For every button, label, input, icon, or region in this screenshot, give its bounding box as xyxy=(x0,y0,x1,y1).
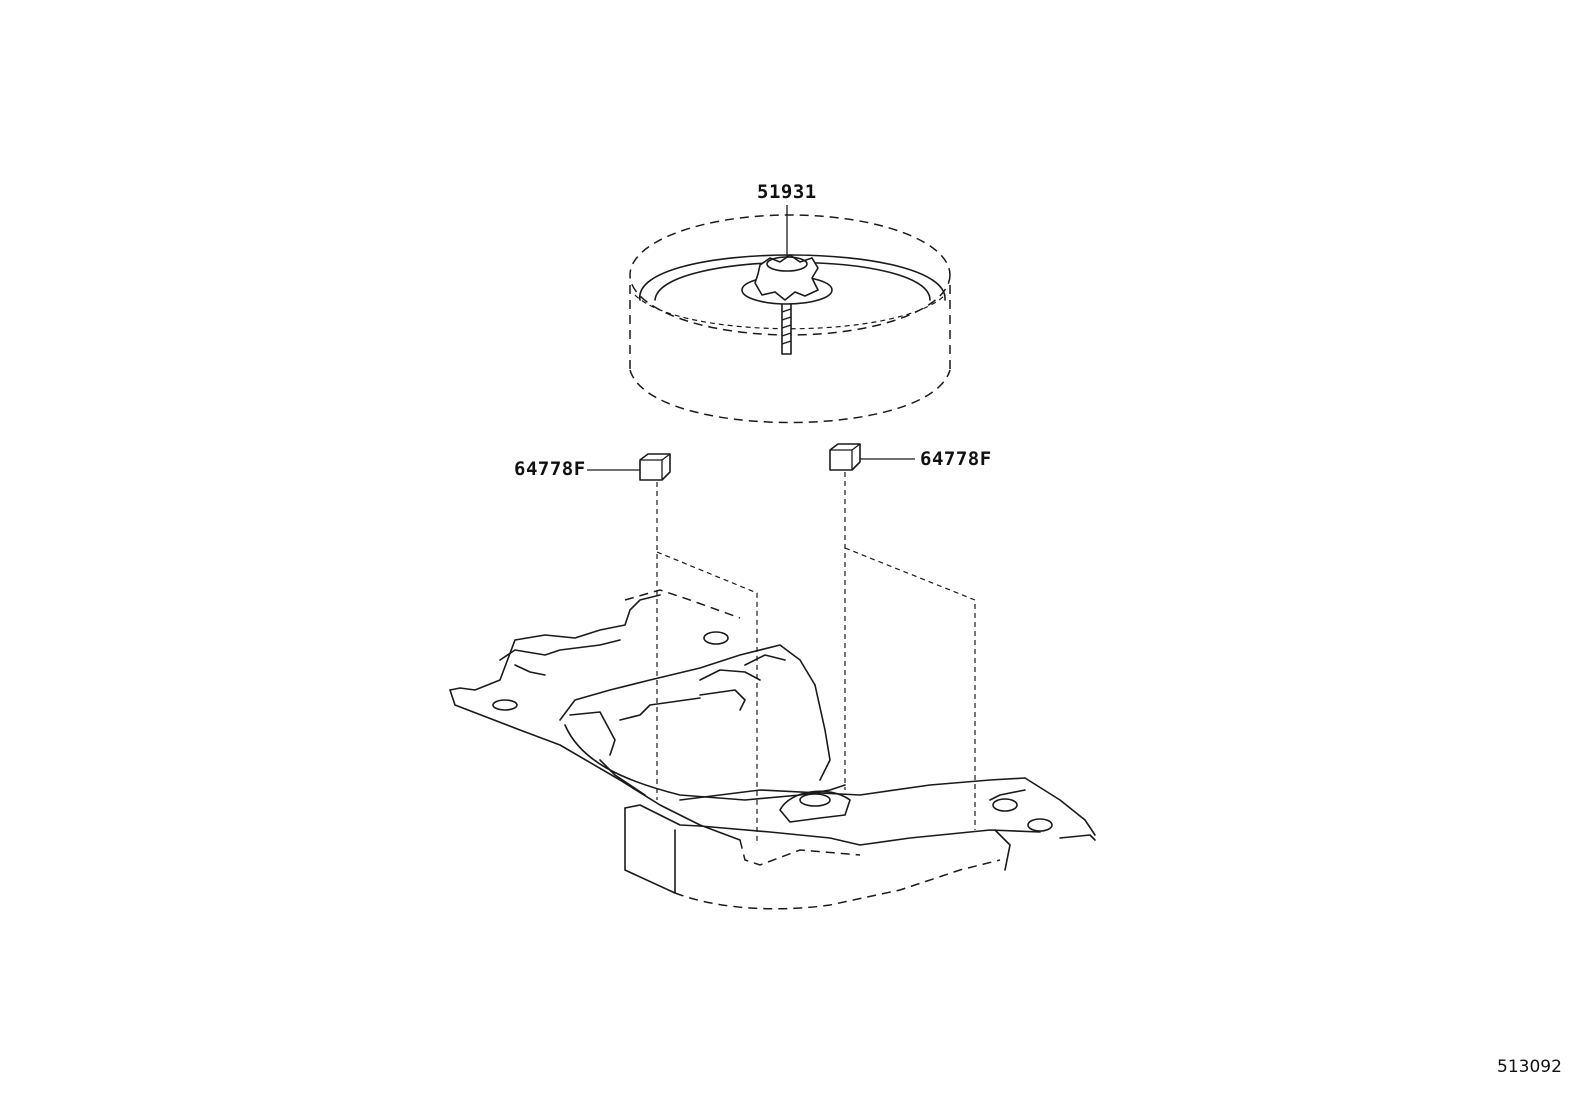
cushion-pad-left xyxy=(587,453,671,481)
alignment-lines xyxy=(656,472,976,845)
cushion-pad-right xyxy=(829,443,915,471)
diagram-id: 513092 xyxy=(1497,1057,1562,1077)
floor-pan xyxy=(449,589,1096,910)
label-pad-left: 64778F xyxy=(514,458,586,480)
label-pad-right: 64778F xyxy=(920,448,992,470)
hold-down-bolt xyxy=(741,205,833,355)
label-spare-tire-bolt: 51931 xyxy=(757,181,817,203)
